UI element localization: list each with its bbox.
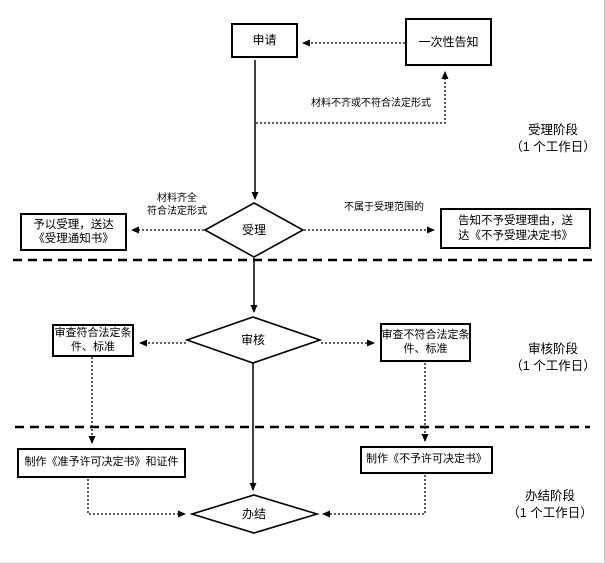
stage-review-duration: （1 个工作日） bbox=[510, 359, 596, 373]
not-in-scope-label: 不属于受理范围的 bbox=[344, 202, 424, 213]
accept-diamond-label: 受理 bbox=[241, 223, 266, 237]
stage-complete: 办结阶段 （1 个工作日） bbox=[500, 488, 600, 522]
review-pass-line1: 审查符合法定条 bbox=[54, 326, 132, 339]
reject-result-box: 告知不予受理理由，送 达《不予受理决定书》 bbox=[440, 208, 591, 249]
accept-result-line1: 予以受理，送达 bbox=[33, 218, 114, 231]
one-time-notice-label: 一次性告知 bbox=[418, 34, 479, 49]
edge-accept-feedback-to-notice bbox=[256, 71, 449, 124]
materials-complete-line2: 符合法定形式 bbox=[147, 206, 207, 217]
review-fail-box: 审查不符合法定条 件、标准 bbox=[380, 323, 471, 362]
stage-accept: 受理阶段 （1 个工作日） bbox=[503, 122, 603, 156]
stage-review: 审核阶段 （1 个工作日） bbox=[503, 341, 603, 375]
apply-box: 申请 bbox=[231, 23, 298, 58]
reject-result-line1: 告知不予受理理由，送 bbox=[458, 215, 573, 228]
review-pass-line2: 件、标准 bbox=[71, 340, 115, 353]
review-diamond-label: 审核 bbox=[240, 333, 265, 347]
review-diamond bbox=[184, 316, 323, 364]
edge-denialbox-to-complete bbox=[322, 475, 426, 518]
stage-accept-name: 受理阶段 bbox=[527, 123, 578, 137]
make-permit-label: 制作《准予许可决定书》和证件 bbox=[24, 456, 179, 469]
complete-diamond-label: 办结 bbox=[241, 507, 266, 521]
one-time-notice-box: 一次性告知 bbox=[405, 18, 492, 66]
stage-complete-duration: （1 个工作日） bbox=[507, 506, 593, 520]
accept-diamond bbox=[203, 202, 305, 258]
materials-complete-line1: 材料齐全 bbox=[157, 193, 197, 204]
accept-result-line2: 《受理通知书》 bbox=[33, 233, 114, 245]
materials-complete-label: 材料齐全 符合法定形式 bbox=[136, 192, 218, 218]
edge-permitbox-to-complete bbox=[87, 479, 186, 518]
complete-diamond bbox=[189, 494, 320, 534]
reject-result-line2: 达《不予受理决定书》 bbox=[458, 229, 573, 242]
review-fail-line1: 审查不符合法定条 bbox=[381, 328, 470, 341]
make-denial-box: 制作《不予许可决定书》 bbox=[360, 446, 493, 474]
apply-label: 申请 bbox=[252, 33, 277, 47]
stage-complete-name: 办结阶段 bbox=[524, 489, 575, 503]
accept-result-box: 予以受理，送达 《受理通知书》 bbox=[20, 213, 127, 251]
make-permit-box: 制作《准予许可决定书》和证件 bbox=[17, 448, 186, 478]
materials-incomplete-label: 材料不齐或不符合法定形式 bbox=[311, 98, 431, 109]
stage-accept-duration: （1 个工作日） bbox=[510, 140, 596, 154]
review-pass-box: 审查符合法定条 件、标准 bbox=[52, 324, 134, 357]
make-denial-label: 制作《不予许可决定书》 bbox=[366, 453, 487, 466]
review-fail-line2: 件、标准 bbox=[403, 342, 448, 355]
stage-review-name: 审核阶段 bbox=[527, 342, 578, 356]
